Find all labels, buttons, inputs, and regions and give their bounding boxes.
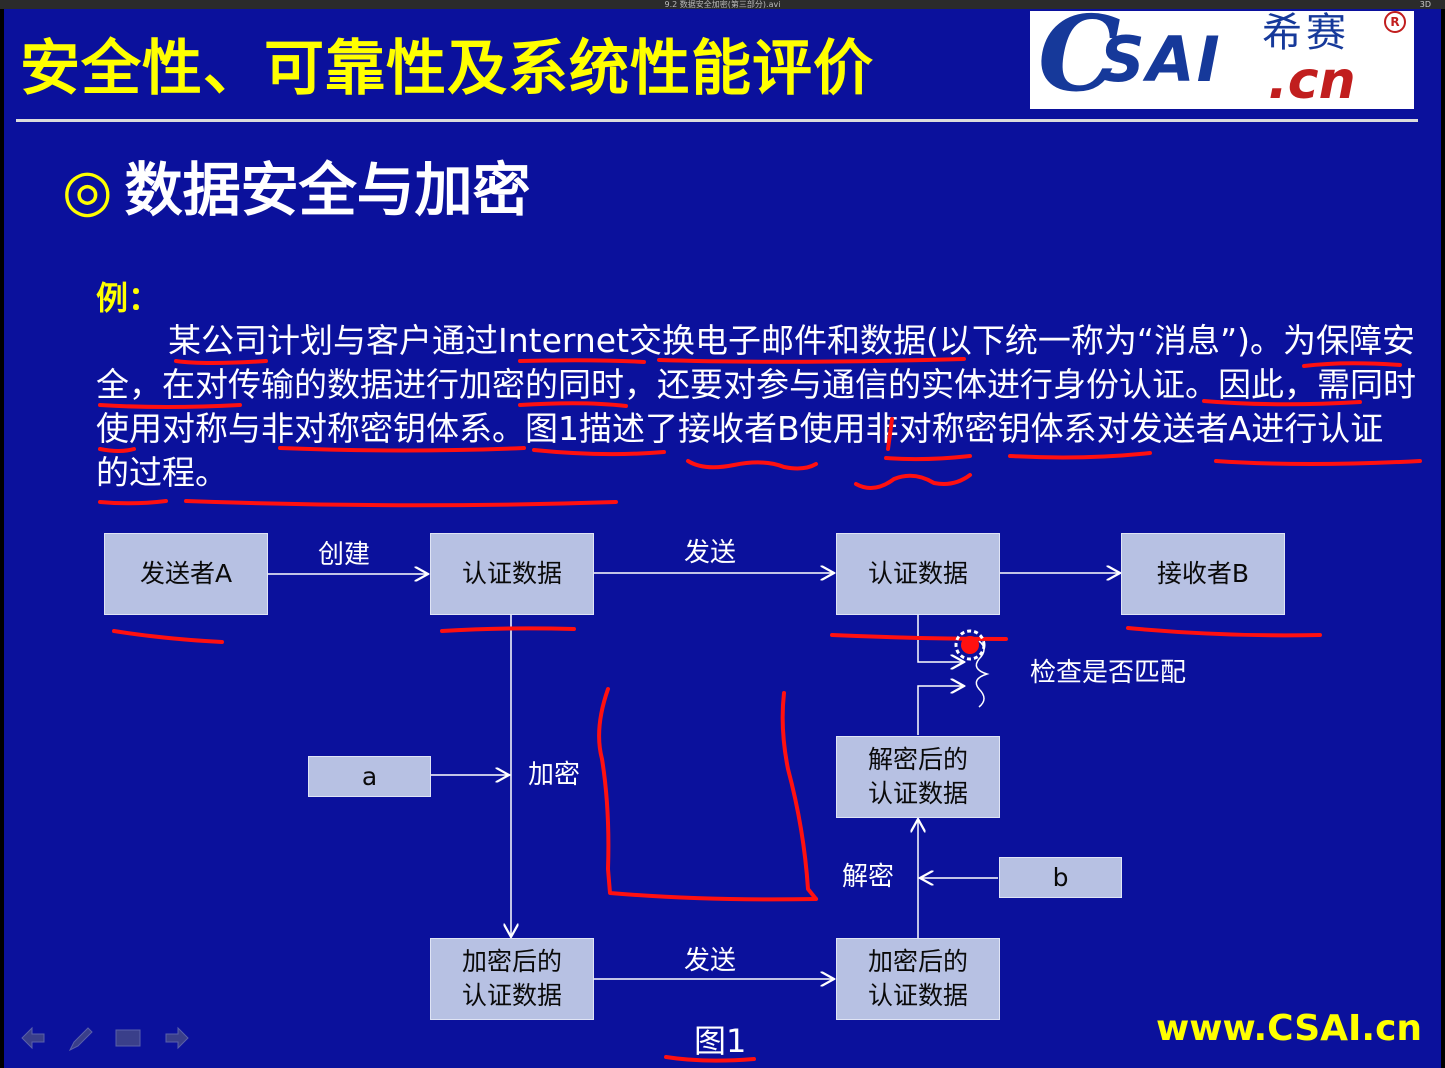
double-circle-bullet-icon: ◎ bbox=[62, 156, 113, 224]
ink-dot bbox=[961, 636, 979, 654]
example-label: 例： bbox=[96, 279, 161, 317]
pen-icon[interactable] bbox=[66, 1024, 94, 1052]
logo-letter-c: C bbox=[1038, 11, 1121, 109]
box-receiver-b: 接收者B bbox=[1121, 533, 1285, 615]
ink-underline-17 bbox=[440, 626, 576, 633]
example-paragraph: 某公司计划与客户通过Internet交换电子邮件和数据(以下统一称为“消息”)。… bbox=[96, 319, 1416, 495]
ink-underline-19 bbox=[1126, 626, 1322, 638]
site-url: www.CSAI.cn bbox=[1156, 1008, 1423, 1049]
slide-nav-bar bbox=[20, 1024, 200, 1054]
figure-caption: 图1 bbox=[694, 1022, 747, 1060]
connector-auth-check bbox=[917, 615, 964, 662]
window-controls[interactable]: 3D bbox=[1419, 0, 1431, 9]
ink-underline-18 bbox=[830, 633, 1008, 641]
box-encrypted-data-1: 加密后的 认证数据 bbox=[430, 938, 594, 1020]
ink-bracket-right bbox=[780, 691, 818, 901]
logo-cn-name: 希赛 bbox=[1262, 11, 1350, 56]
ink-underline-14 bbox=[98, 499, 168, 506]
connector-decrypted-check bbox=[917, 686, 964, 735]
box-auth-data-1: 认证数据 bbox=[430, 533, 594, 615]
box-sender-a: 发送者A bbox=[104, 533, 268, 615]
ink-dot-halo bbox=[954, 629, 986, 661]
window-titlebar: 9.2 数据安全加密(第三部分).avi 3D bbox=[0, 0, 1445, 9]
slide: 安全性、可靠性及系统性能评价 C SAI 希赛 .cn R ◎数据安全与加密 例… bbox=[4, 9, 1441, 1068]
slide-title: 安全性、可靠性及系统性能评价 bbox=[20, 34, 874, 104]
box-key-b: b bbox=[999, 857, 1122, 898]
csai-logo: C SAI 希赛 .cn R bbox=[1030, 11, 1414, 109]
label-send-bottom: 发送 bbox=[684, 946, 737, 976]
ink-bracket-left bbox=[597, 687, 818, 902]
ink-underline-15 bbox=[184, 499, 618, 508]
window-title: 9.2 数据安全加密(第三部分).avi bbox=[664, 0, 781, 9]
label-send-top: 发送 bbox=[684, 538, 737, 568]
ink-underline-16 bbox=[112, 629, 224, 644]
section-heading: ◎数据安全与加密 bbox=[62, 155, 531, 225]
paragraph-text: 某公司计划与客户通过Internet交换电子邮件和数据(以下统一称为“消息”)。… bbox=[96, 321, 1416, 492]
label-check-match: 检查是否匹配 bbox=[1030, 658, 1187, 688]
box-key-a: a bbox=[308, 756, 431, 797]
section-heading-text: 数据安全与加密 bbox=[124, 156, 531, 224]
label-decrypt: 解密 bbox=[842, 862, 895, 892]
logo-brand: SAI bbox=[1100, 23, 1222, 96]
box-decrypted-data: 解密后的 认证数据 bbox=[836, 736, 1000, 818]
next-arrow-icon[interactable] bbox=[162, 1024, 190, 1052]
registered-icon: R bbox=[1384, 11, 1406, 33]
title-divider bbox=[16, 119, 1418, 122]
box-auth-data-2: 认证数据 bbox=[836, 533, 1000, 615]
box-encrypted-data-2: 加密后的 认证数据 bbox=[836, 938, 1000, 1020]
brace-check bbox=[975, 640, 990, 708]
label-create: 创建 bbox=[318, 540, 371, 570]
logo-domain: .cn bbox=[1268, 51, 1356, 109]
menu-icon[interactable] bbox=[114, 1024, 142, 1052]
prev-arrow-icon[interactable] bbox=[20, 1024, 48, 1052]
label-encrypt: 加密 bbox=[528, 760, 581, 790]
